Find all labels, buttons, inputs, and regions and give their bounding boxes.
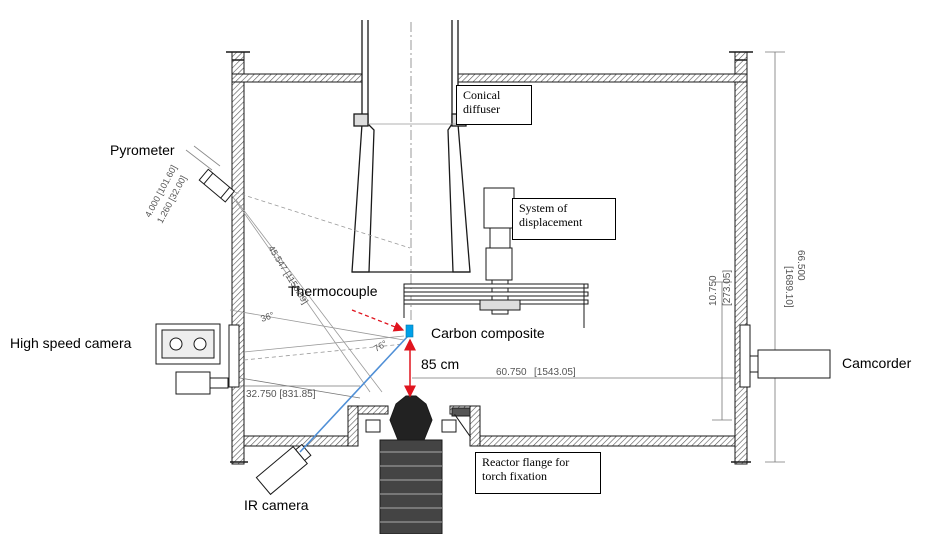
window-height-dim: 10.750 [708,275,719,306]
angle-b-dim: 76° [372,338,389,354]
pyrometer-dim-lines [185,145,221,171]
conical-diffuser-line-1: Conical [463,88,501,102]
ir-camera-label: IR camera [244,497,309,513]
camcorder-label: Camcorder [842,355,912,371]
system-of-displacement-line-1: System of [519,201,568,215]
dimension-lines [239,51,785,463]
high-speed-camera-label: High speed camera [10,335,132,351]
reactor-flange-box: Reactor flange for torch fixation [475,452,601,494]
thermocouple-label: Thermocouple [288,283,378,299]
ir-beam [299,335,409,453]
system-of-displacement-line-2: displacement [519,215,583,229]
horizontal-right-dim: 60.750 [496,367,527,378]
system-of-displacement-box: System of displacement [512,198,616,240]
sightlines [227,189,411,393]
window-height-mm-dim: [273.05] [722,270,733,306]
displacement-system [403,187,589,328]
horizontal-right-mm-dim: [1543.05] [534,367,576,378]
wall-caps [226,51,753,463]
camcorder-device [749,349,831,379]
overall-height-mm-dim: [1689.10] [783,266,794,308]
side-windows [228,324,751,388]
carbon-composite-label: Carbon composite [431,325,545,341]
reactor-flange-line-1: Reactor flange for [482,455,570,469]
overall-height-dim: 66.500 [795,250,806,281]
distance-label: 85 cm [421,356,460,372]
angle-a-dim: 36° [259,310,276,324]
carbon-composite-sample [405,324,414,338]
high-speed-camera-device [155,323,229,395]
reactor-flange-line-2: torch fixation [482,469,547,483]
pyrometer-label: Pyrometer [110,142,175,158]
conical-diffuser-line-2: diffuser [463,102,501,116]
thermocouple-arrow [351,309,405,332]
ir-camera-device [255,443,312,496]
torch [365,395,471,535]
conical-diffuser-box: Conical diffuser [456,85,532,125]
pyrometer-device [198,168,235,203]
horizontal-left-dim: 32.750 [831.85] [246,389,316,400]
